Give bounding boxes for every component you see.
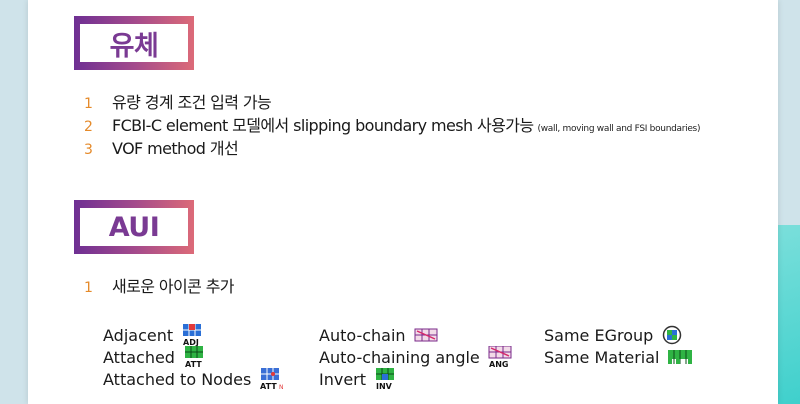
- auto-chaining-angle-icon: ANG: [488, 346, 514, 368]
- same-egroup-icon: [661, 325, 683, 345]
- fluid-feature-list: 1 유량 경계 조건 입력 가능 2 FCBI-C element 모델에서 s…: [84, 89, 700, 158]
- section-badge-aui: AUI: [74, 200, 194, 254]
- icon-row: Auto-chaining angle ANG: [319, 346, 514, 368]
- slide-page: 유체 1 유량 경계 조건 입력 가능 2 FCBI-C element 모델에…: [28, 0, 778, 404]
- list-number: 1: [84, 280, 93, 296]
- list-item: 2 FCBI-C element 모델에서 slipping boundary …: [84, 112, 700, 135]
- list-text: 유량 경계 조건 입력 가능: [112, 93, 272, 112]
- icon-row: Attached ATT: [103, 346, 285, 368]
- icon-row: Same EGroup: [544, 324, 693, 346]
- icon-row: Auto-chain: [319, 324, 514, 346]
- section-title-aui: AUI: [108, 211, 160, 243]
- icon-sub-label: INV: [376, 382, 393, 390]
- icon-label: Auto-chaining angle: [319, 347, 480, 367]
- icon-row: Invert INV: [319, 368, 514, 390]
- list-item: 1 새로운 아이콘 추가: [84, 273, 235, 296]
- list-number: 1: [84, 96, 93, 112]
- icon-sub-label: ANG: [489, 360, 508, 368]
- attached-to-nodes-icon: ATT N: [259, 368, 285, 390]
- icon-label: Auto-chain: [319, 325, 406, 345]
- icon-column-2: Auto-chain Auto-chaining angle: [319, 324, 514, 390]
- attached-icon: ATT: [183, 346, 207, 368]
- aui-feature-list: 1 새로운 아이콘 추가: [84, 273, 235, 296]
- icon-row: Same Material: [544, 346, 693, 368]
- list-text: VOF method 개선: [112, 139, 239, 158]
- icon-sub-label: ATT: [185, 360, 202, 368]
- list-number: 3: [84, 142, 93, 158]
- icon-label: Attached: [103, 347, 175, 367]
- list-text: FCBI-C element 모델에서 slipping boundary me…: [112, 116, 534, 135]
- icon-sub-label: ATT: [260, 382, 277, 390]
- icon-row: Attached to Nodes ATT N: [103, 368, 285, 390]
- icon-column-3: Same EGroup Same Material: [544, 324, 693, 368]
- svg-text:N: N: [279, 384, 284, 390]
- invert-icon: INV: [374, 368, 398, 390]
- section-badge-fluid: 유체: [74, 16, 194, 70]
- icon-label: Same EGroup: [544, 325, 654, 345]
- list-item: 3 VOF method 개선: [84, 135, 700, 158]
- icon-label: Adjacent: [103, 325, 174, 345]
- icon-sub-label: ADJ: [183, 338, 199, 346]
- icon-label: Attached to Nodes: [103, 369, 252, 389]
- icon-label: Invert: [319, 369, 367, 389]
- section-title-fluid: 유체: [109, 30, 159, 62]
- icon-column-1: Adjacent ADJ Attached ATT: [103, 324, 285, 390]
- auto-chain-icon: [414, 328, 438, 342]
- list-item: 1 유량 경계 조건 입력 가능: [84, 89, 700, 112]
- icon-row: Adjacent ADJ: [103, 324, 285, 346]
- same-material-icon: [667, 349, 693, 365]
- list-number: 2: [84, 119, 93, 135]
- list-note: (wall, moving wall and FSI boundaries): [537, 124, 701, 134]
- adjacent-icon: ADJ: [181, 324, 205, 346]
- list-text: 새로운 아이콘 추가: [112, 277, 235, 296]
- icon-label: Same Material: [544, 347, 660, 367]
